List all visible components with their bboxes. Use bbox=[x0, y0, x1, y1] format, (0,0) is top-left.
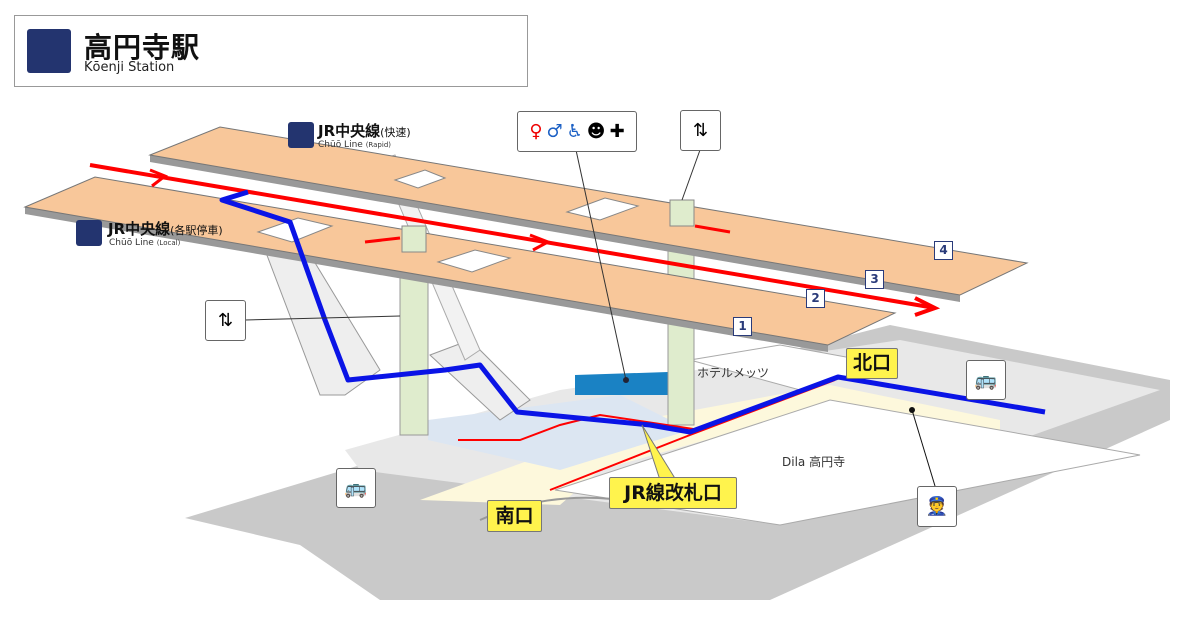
leader-line bbox=[244, 315, 401, 321]
ticket-gate-label: JR線改札口 bbox=[609, 477, 737, 509]
elevator-icon: ⇅ bbox=[680, 110, 721, 151]
page-title: 高円寺駅 bbox=[84, 31, 201, 64]
train-icon bbox=[27, 29, 71, 73]
walkway bbox=[420, 385, 1000, 505]
bus-icon: 🚌 bbox=[966, 360, 1006, 400]
elevator-icon: ⇅ bbox=[205, 300, 246, 341]
leader-line bbox=[575, 149, 627, 381]
line-name: JR中央線 bbox=[318, 122, 381, 140]
line-label-local: JR中央線(各駅停車) bbox=[108, 218, 223, 239]
leader-dot bbox=[909, 407, 915, 413]
stair-opening bbox=[436, 249, 512, 273]
line-name: JR中央線 bbox=[108, 220, 171, 238]
line-qualifier: (各駅停車) bbox=[170, 224, 223, 237]
platform-number-4: 4 bbox=[934, 241, 953, 260]
leader-line bbox=[681, 149, 701, 201]
elevator-shaft bbox=[401, 225, 427, 253]
men-icon: ♂ bbox=[546, 121, 563, 142]
platform-local-edge bbox=[25, 207, 828, 352]
elevator-shaft bbox=[669, 199, 695, 227]
leader-line bbox=[911, 409, 936, 487]
line-qualifier: (快速) bbox=[380, 126, 411, 139]
mall-label: Dila 高円寺 bbox=[782, 455, 846, 469]
line-sub-qualifier: (Local) bbox=[156, 239, 181, 247]
women-icon: ♀ bbox=[529, 121, 543, 142]
platform-number-1: 1 bbox=[733, 317, 752, 336]
baby-care-icon: ☻ bbox=[586, 121, 606, 142]
leader-dot bbox=[623, 377, 629, 383]
train-icon bbox=[288, 122, 314, 148]
line-label-rapid: JR中央線(快速) bbox=[318, 120, 411, 141]
line-sub-qualifier: (Rapid) bbox=[365, 141, 391, 149]
south-exit-label: 南口 bbox=[487, 500, 542, 532]
hotel-label: ホテルメッツ bbox=[697, 366, 770, 380]
stair-opening bbox=[393, 169, 447, 189]
page-subtitle: Kōenji Station bbox=[84, 60, 175, 75]
toilet-facilities-sign: ♀ ♂ ♿ ☻ ✚ bbox=[517, 111, 637, 152]
line-sub-rapid: Chūō Line (Rapid) bbox=[318, 140, 391, 150]
platform-number-2: 2 bbox=[806, 289, 825, 308]
platform-rapid-edge bbox=[150, 155, 960, 302]
north-exit-label: 北口 bbox=[846, 348, 898, 379]
accessible-route bbox=[219, 189, 1046, 435]
bus-icon: 🚌 bbox=[336, 468, 376, 508]
line-sub: Chūō Line bbox=[109, 238, 154, 248]
line-sub-local: Chūō Line (Local) bbox=[109, 238, 180, 248]
line-sub: Chūō Line bbox=[318, 140, 363, 150]
train-icon bbox=[76, 220, 102, 246]
station-staff-icon: 👮 bbox=[917, 486, 957, 527]
station-header: 高円寺駅 Kōenji Station bbox=[14, 15, 528, 87]
stair-opening bbox=[565, 197, 640, 221]
facility-room bbox=[575, 372, 668, 395]
ostomate-icon: ✚ bbox=[609, 121, 625, 142]
wheelchair-icon: ♿ bbox=[566, 121, 583, 142]
platform-number-3: 3 bbox=[865, 270, 884, 289]
